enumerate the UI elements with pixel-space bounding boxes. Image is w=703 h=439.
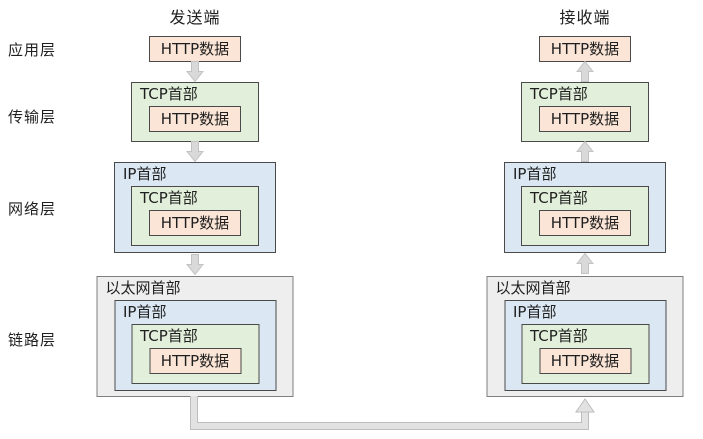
tcp-header-label: TCP首部 bbox=[530, 189, 588, 207]
arrow-down-icon bbox=[186, 61, 204, 82]
http-data-box: HTTP数据 bbox=[539, 348, 631, 374]
ip-packet-box: IP首部 TCP首部 HTTP数据 bbox=[504, 300, 666, 391]
ip-header-label: IP首部 bbox=[513, 303, 557, 321]
receiver-title: 接收端 bbox=[559, 8, 611, 27]
transmission-connector-arrow-icon bbox=[190, 396, 595, 430]
tcp-header-label: TCP首部 bbox=[140, 327, 198, 345]
ethernet-header-label: 以太网首部 bbox=[105, 279, 181, 297]
arrow-down-icon bbox=[186, 141, 204, 162]
tcp-segment-box: TCP首部 HTTP数据 bbox=[521, 186, 649, 246]
ip-packet-box: IP首部 TCP首部 HTTP数据 bbox=[114, 162, 276, 253]
arrow-down-icon bbox=[186, 254, 204, 275]
tcp-segment-box: TCP首部 HTTP数据 bbox=[521, 324, 649, 384]
ethernet-header-label: 以太网首部 bbox=[495, 279, 571, 297]
ip-packet-box: IP首部 TCP首部 HTTP数据 bbox=[114, 300, 276, 391]
tcp-segment-box: TCP首部 HTTP数据 bbox=[521, 82, 649, 142]
ethernet-frame-box: 以太网首部 IP首部 TCP首部 HTTP数据 bbox=[486, 276, 684, 397]
layer-label-application: 应用层 bbox=[8, 41, 57, 59]
ip-header-label: IP首部 bbox=[123, 165, 167, 183]
http-data-box: HTTP数据 bbox=[539, 210, 631, 236]
tcp-segment-box: TCP首部 HTTP数据 bbox=[131, 186, 259, 246]
http-data-box: HTTP数据 bbox=[149, 210, 241, 236]
receiver-column: 接收端 HTTP数据 TCP首部 HTTP数据 IP首部 TCP首部 HTTP数… bbox=[485, 0, 685, 439]
tcp-segment-box: TCP首部 HTTP数据 bbox=[131, 324, 259, 384]
tcp-segment-box: TCP首部 HTTP数据 bbox=[131, 82, 259, 142]
layer-label-link: 链路层 bbox=[8, 331, 57, 349]
ip-packet-box: IP首部 TCP首部 HTTP数据 bbox=[504, 162, 666, 253]
tcp-header-label: TCP首部 bbox=[530, 85, 588, 103]
tcp-header-label: TCP首部 bbox=[530, 327, 588, 345]
tcp-header-label: TCP首部 bbox=[140, 85, 198, 103]
sender-column: 发送端 HTTP数据 TCP首部 HTTP数据 IP首部 TCP首部 HTTP数… bbox=[95, 0, 295, 439]
layer-label-transport: 传输层 bbox=[8, 108, 57, 126]
ip-header-label: IP首部 bbox=[513, 165, 557, 183]
http-data-box: HTTP数据 bbox=[149, 348, 241, 374]
arrow-up-icon bbox=[576, 61, 594, 82]
ip-header-label: IP首部 bbox=[123, 303, 167, 321]
layer-label-network: 网络层 bbox=[8, 200, 57, 218]
http-data-box: HTTP数据 bbox=[539, 36, 631, 62]
http-data-box: HTTP数据 bbox=[149, 36, 241, 62]
ethernet-frame-box: 以太网首部 IP首部 TCP首部 HTTP数据 bbox=[96, 276, 294, 397]
http-data-box: HTTP数据 bbox=[149, 106, 241, 132]
arrow-up-icon bbox=[576, 141, 594, 162]
tcp-header-label: TCP首部 bbox=[140, 189, 198, 207]
http-data-box: HTTP数据 bbox=[539, 106, 631, 132]
arrow-up-icon bbox=[576, 253, 594, 274]
sender-title: 发送端 bbox=[169, 8, 221, 27]
